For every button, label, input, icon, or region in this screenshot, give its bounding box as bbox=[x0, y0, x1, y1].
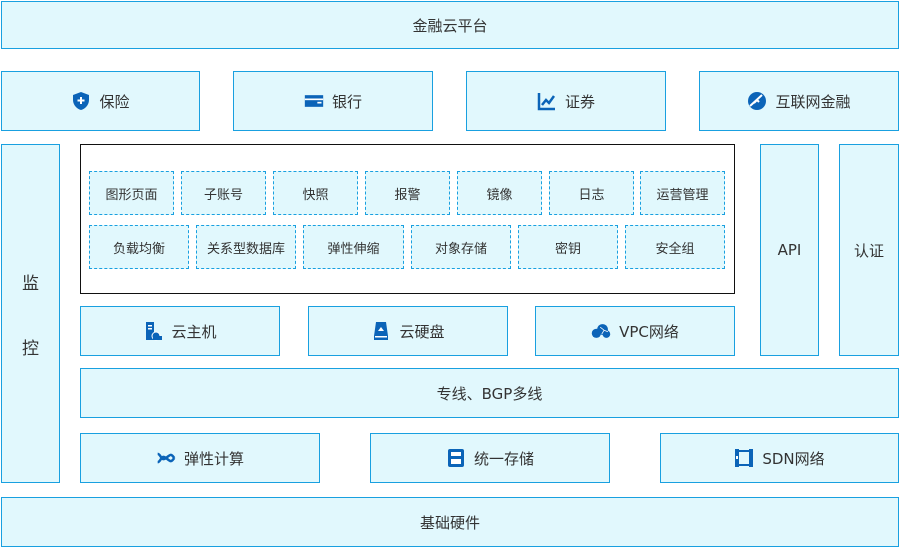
service-item[interactable]: 日志 bbox=[549, 171, 634, 215]
shield-plus-icon bbox=[73, 92, 90, 110]
service-item[interactable]: 镜像 bbox=[457, 171, 542, 215]
service-item[interactable]: 图形页面 bbox=[89, 171, 174, 215]
base-label: 弹性计算 bbox=[183, 449, 244, 468]
infra-vpc[interactable]: VPC网络 bbox=[535, 306, 735, 356]
app-insurance[interactable]: 保险 bbox=[1, 71, 200, 131]
api-panel[interactable]: API bbox=[760, 144, 819, 356]
service-label: 对象存储 bbox=[434, 241, 487, 257]
service-item[interactable]: 安全组 bbox=[625, 225, 725, 269]
storage-icon bbox=[447, 449, 464, 467]
credit-card-icon bbox=[304, 95, 324, 107]
app-label: 互联网金融 bbox=[775, 92, 851, 111]
service-label: 负载均衡 bbox=[112, 241, 165, 257]
base-sdn[interactable]: SDN网络 bbox=[660, 433, 899, 483]
service-label: 快照 bbox=[302, 187, 329, 203]
line-chart-icon bbox=[537, 93, 556, 111]
api-label: API bbox=[777, 241, 802, 259]
infra-label: VPC网络 bbox=[619, 322, 679, 341]
app-bank[interactable]: 银行 bbox=[233, 71, 433, 131]
vpc-cloud-icon bbox=[591, 324, 611, 338]
infra-label: 云主机 bbox=[171, 322, 217, 341]
cloud-server-icon bbox=[146, 322, 163, 341]
service-item[interactable]: 密钥 bbox=[518, 225, 618, 269]
network-label: 专线、BGP多线 bbox=[436, 384, 543, 403]
base-elastic-compute[interactable]: 弹性计算 bbox=[80, 433, 320, 483]
service-item[interactable]: 负载均衡 bbox=[89, 225, 189, 269]
app-label: 保险 bbox=[99, 92, 130, 111]
monitor-panel: 监控 bbox=[1, 144, 60, 483]
service-label: 报警 bbox=[394, 187, 421, 203]
sdn-icon bbox=[735, 449, 754, 467]
service-label: 关系型数据库 bbox=[206, 241, 285, 257]
cloud-disk-icon bbox=[374, 322, 389, 340]
monitor-char: 控 bbox=[22, 338, 39, 359]
service-item[interactable]: 子账号 bbox=[181, 171, 266, 215]
service-item[interactable]: 弹性伸缩 bbox=[303, 225, 404, 269]
infra-label: 云硬盘 bbox=[399, 322, 445, 341]
base-storage[interactable]: 统一存储 bbox=[370, 433, 610, 483]
base-label: 统一存储 bbox=[473, 449, 534, 468]
base-label: SDN网络 bbox=[762, 449, 825, 468]
service-item[interactable]: 对象存储 bbox=[411, 225, 511, 269]
platform-title: 金融云平台 bbox=[1, 1, 899, 49]
service-label: 密钥 bbox=[554, 241, 581, 257]
service-item[interactable]: 运营管理 bbox=[640, 171, 725, 215]
app-label: 证券 bbox=[564, 92, 595, 111]
elastic-compute-icon bbox=[157, 452, 176, 464]
monitor-char: 监 bbox=[22, 273, 39, 294]
app-internet-finance[interactable]: 互联网金融 bbox=[699, 71, 899, 131]
auth-label: 认证 bbox=[853, 241, 884, 260]
platform-title-text: 金融云平台 bbox=[412, 16, 488, 35]
network-bar: 专线、BGP多线 bbox=[80, 368, 899, 418]
hardware-bar: 基础硬件 bbox=[1, 497, 899, 547]
finance-globe-icon bbox=[748, 92, 767, 110]
service-label: 弹性伸缩 bbox=[327, 241, 380, 257]
service-label: 子账号 bbox=[203, 187, 243, 203]
service-label: 安全组 bbox=[655, 241, 695, 257]
auth-panel[interactable]: 认证 bbox=[839, 144, 899, 356]
app-securities[interactable]: 证券 bbox=[466, 71, 666, 131]
services-frame bbox=[80, 144, 735, 294]
service-label: 日志 bbox=[578, 187, 605, 203]
infra-cloud-disk[interactable]: 云硬盘 bbox=[308, 306, 508, 356]
service-item[interactable]: 报警 bbox=[365, 171, 450, 215]
hardware-label: 基础硬件 bbox=[419, 513, 480, 532]
service-label: 图形页面 bbox=[105, 187, 158, 203]
service-label: 运营管理 bbox=[656, 187, 709, 203]
service-item[interactable]: 快照 bbox=[273, 171, 358, 215]
service-label: 镜像 bbox=[486, 187, 513, 203]
service-item[interactable]: 关系型数据库 bbox=[196, 225, 296, 269]
app-label: 银行 bbox=[331, 92, 362, 111]
infra-cloud-server[interactable]: 云主机 bbox=[80, 306, 280, 356]
